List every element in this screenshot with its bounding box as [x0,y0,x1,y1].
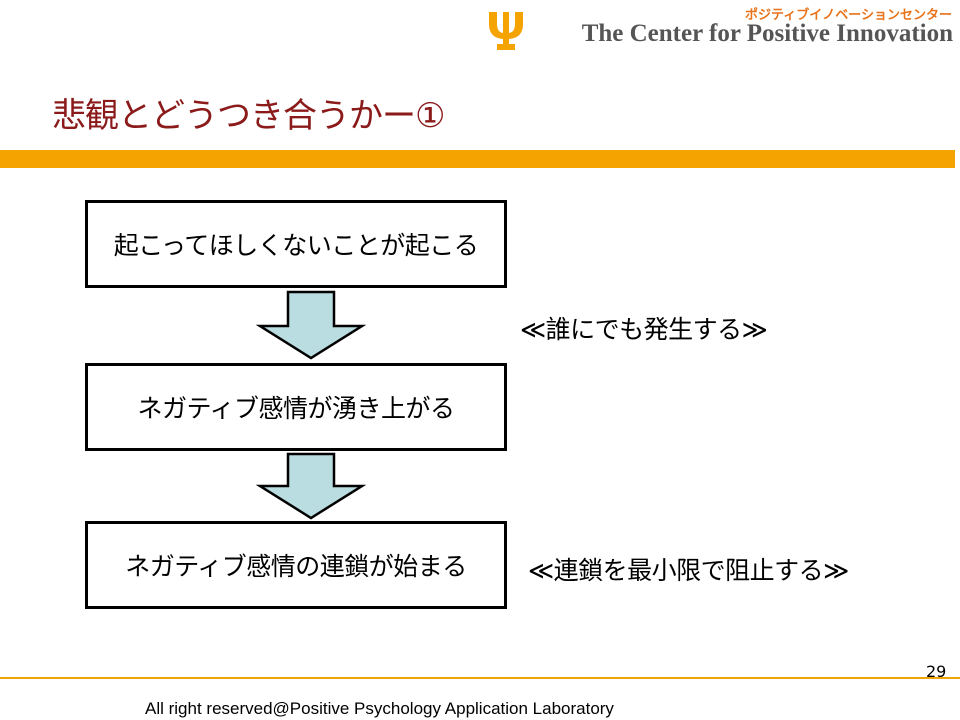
brand-name-english: The Center for Positive Innovation [581,20,953,47]
flow-step-2: ネガティブ感情が湧き上がる [85,363,507,451]
title-underline-bar [0,150,955,168]
down-arrow-icon [256,290,366,360]
down-arrow-icon [256,452,366,520]
flow-step-3: ネガティブ感情の連鎖が始まる [85,521,507,609]
footer-copyright: All right reserved@Positive Psychology A… [145,699,614,718]
page-number: 29 [926,662,947,681]
psi-icon [489,12,523,50]
brand-name-japanese: ポジティブイノベーションセンター [745,8,952,23]
note-everyone: ≪誰にでも発生する≫ [520,315,768,344]
slide-title: 悲観とどうつき合うかー① [52,96,445,136]
flow-step-1: 起こってほしくないことが起こる [85,200,507,288]
note-stop-chain: ≪連鎖を最小限で阻止する≫ [528,556,849,585]
footer-divider [0,677,960,679]
